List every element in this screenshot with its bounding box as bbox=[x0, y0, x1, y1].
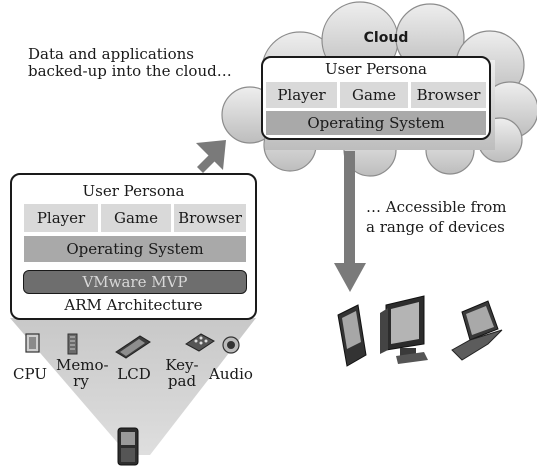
phone-persona-label: User Persona bbox=[82, 182, 185, 200]
phone-app-browser: Browser bbox=[174, 204, 246, 232]
phone-os-bar: Operating System bbox=[24, 236, 246, 262]
cpu-icon bbox=[25, 333, 40, 353]
smartphone-icon bbox=[337, 304, 367, 367]
cloud-app-browser: Browser bbox=[411, 82, 486, 108]
phone-stack-panel: User Persona Player Game Browser Operati… bbox=[10, 173, 257, 320]
device-note-line1: … Accessible from bbox=[366, 198, 507, 216]
device-note: … Accessible from a range of devices bbox=[366, 197, 531, 237]
keypad-icon bbox=[185, 333, 215, 352]
hypervisor-bar: VMware MVP bbox=[23, 270, 247, 294]
hw-label-keypad: Key- pad bbox=[160, 357, 204, 389]
cloud-persona-label: User Persona bbox=[325, 60, 427, 78]
download-arrow bbox=[334, 151, 366, 292]
cloud-app-game: Game bbox=[340, 82, 408, 108]
laptop-icon bbox=[451, 300, 503, 361]
phone-app-game: Game bbox=[101, 204, 171, 232]
device-note-line2: a range of devices bbox=[366, 218, 505, 236]
monitor-icon bbox=[380, 295, 428, 364]
hw-label-lcd: LCD bbox=[117, 365, 151, 383]
audio-icon bbox=[222, 336, 240, 354]
cloud-note: Data and applications backed-up into the… bbox=[28, 46, 248, 80]
memory-icon bbox=[67, 333, 78, 355]
phone-app-player: Player bbox=[24, 204, 98, 232]
lcd-icon bbox=[115, 335, 151, 359]
cloud-os-bar: Operating System bbox=[266, 111, 486, 135]
arch-label: ARM Architecture bbox=[64, 296, 203, 314]
hw-label-audio: Audio bbox=[209, 365, 253, 383]
cloud-app-player: Player bbox=[266, 82, 337, 108]
cloud-title: Cloud bbox=[363, 30, 409, 46]
cloud-note-line1: Data and applications bbox=[28, 45, 194, 63]
hw-label-keypad-text: Key- pad bbox=[165, 356, 199, 390]
cloud-persona-panel: User Persona Player Game Browser Operati… bbox=[261, 56, 491, 140]
hw-label-cpu: CPU bbox=[13, 365, 47, 383]
upload-arrow bbox=[196, 140, 226, 173]
hw-label-memory-text: Memo- ry bbox=[56, 356, 109, 390]
cloud-note-line2: backed-up into the cloud… bbox=[28, 62, 232, 80]
phone-icon bbox=[117, 427, 139, 466]
hw-label-memory: Memo- ry bbox=[56, 356, 109, 390]
